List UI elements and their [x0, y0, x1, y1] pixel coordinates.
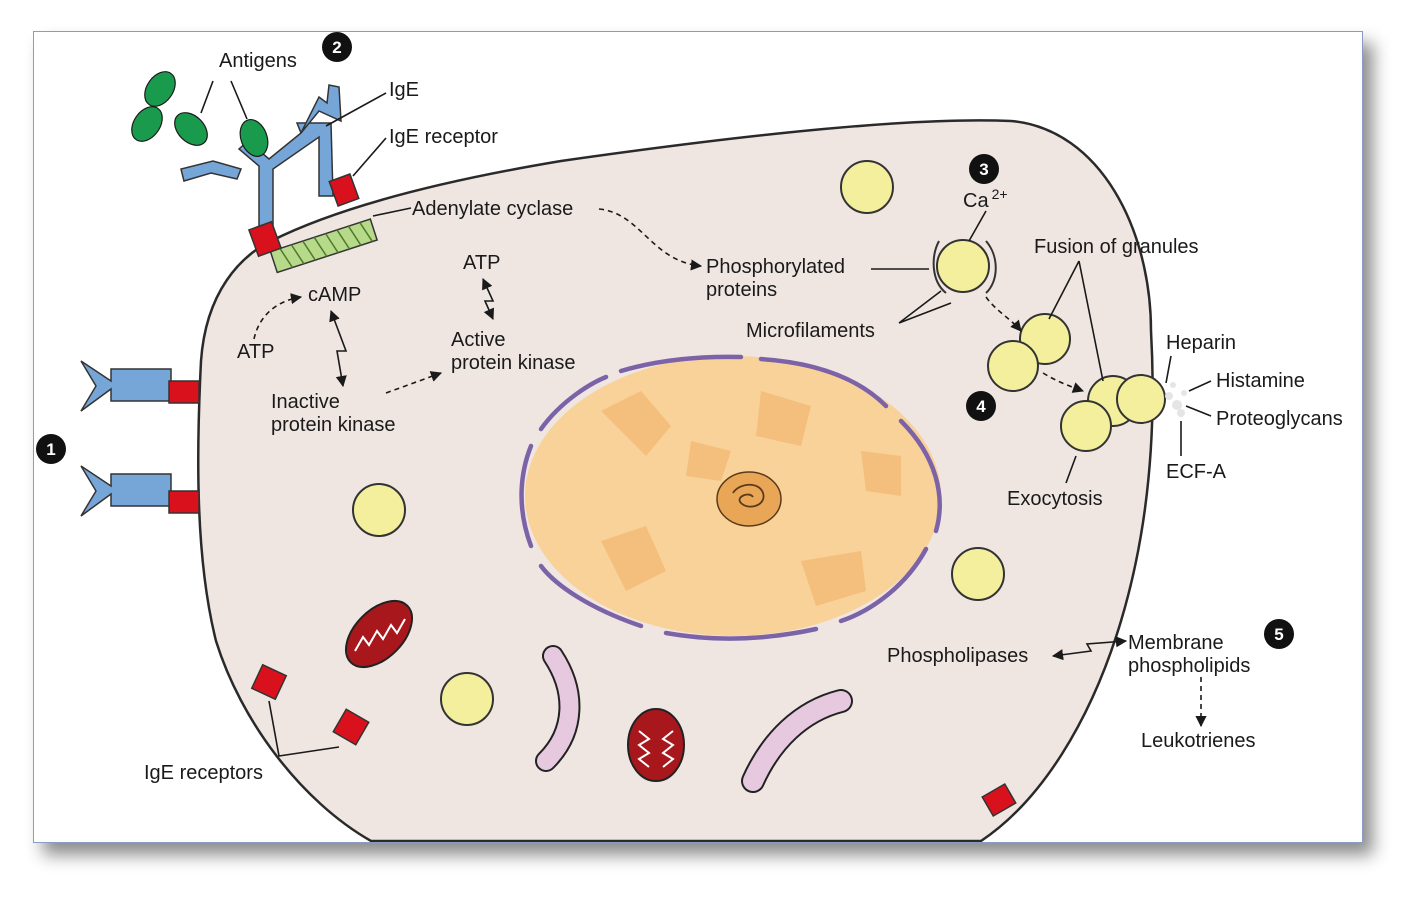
svg-text:4: 4 — [976, 397, 986, 416]
label-microfilaments: Microfilaments — [746, 320, 875, 342]
granule-fusing — [1116, 374, 1166, 424]
antigen-particles — [131, 71, 269, 157]
label-leukotrienes: Leukotrienes — [1141, 730, 1256, 752]
granule-release — [1165, 382, 1187, 417]
granule-microfilament — [936, 239, 990, 293]
svg-text:2: 2 — [332, 38, 341, 57]
antigen — [144, 71, 176, 107]
step-badge-1: 1 — [36, 434, 66, 464]
step-badge-4: 4 — [966, 391, 996, 421]
label-ige: IgE — [389, 79, 419, 101]
label-active-pk-2: protein kinase — [451, 352, 576, 374]
step-badge-2: 2 — [322, 32, 352, 62]
label-antigens: Antigens — [219, 50, 297, 72]
ige-receptors-bottom — [250, 663, 1017, 818]
granule — [840, 160, 894, 214]
label-membrane-phospholipids-1: Membrane — [1128, 632, 1224, 654]
granule-fusing — [1060, 400, 1112, 452]
nucleolus — [716, 471, 782, 527]
label-atp-mid: ATP — [463, 252, 500, 274]
label-inactive-pk-1: Inactive — [271, 391, 340, 413]
ige-receptors-top — [247, 173, 360, 258]
granules — [352, 160, 1166, 726]
label-ecfa: ECF-A — [1166, 461, 1227, 483]
label-camp: cAMP — [308, 284, 361, 306]
granule — [352, 483, 406, 537]
adenylate-cyclase-enzyme — [269, 218, 379, 274]
label-fusion: Fusion of granules — [1034, 236, 1199, 258]
step-badge-3: 3 — [969, 154, 999, 184]
label-membrane-phospholipids-2: phospholipids — [1128, 655, 1250, 677]
label-active-pk-1: Active — [451, 329, 505, 351]
label-heparin: Heparin — [1166, 332, 1236, 354]
label-histamine: Histamine — [1216, 370, 1305, 392]
label-proteoglycans: Proteoglycans — [1216, 408, 1343, 430]
label-phosphorylated-2: proteins — [706, 279, 777, 301]
label-phospholipases: Phospholipases — [887, 645, 1028, 667]
svg-text:3: 3 — [979, 160, 988, 179]
label-inactive-pk-2: protein kinase — [271, 414, 396, 436]
label-exocytosis: Exocytosis — [1007, 488, 1103, 510]
antigen — [131, 106, 163, 142]
granule — [951, 547, 1005, 601]
granule-fusing — [987, 340, 1039, 392]
label-ige-receptors: IgE receptors — [144, 762, 263, 784]
antigen — [174, 112, 208, 146]
mast-cell-diagram: Antigens IgE IgE receptor Adenylate cycl… — [36, 32, 1343, 842]
figure-frame: Antigens IgE IgE receptor Adenylate cycl… — [33, 31, 1363, 843]
label-ige-receptor: IgE receptor — [389, 126, 498, 148]
ige-antibody-bridged — [180, 84, 342, 227]
svg-text:1: 1 — [46, 440, 55, 459]
label-atp-left: ATP — [237, 341, 274, 363]
ige-antibodies-left — [80, 360, 200, 517]
svg-text:5: 5 — [1274, 625, 1283, 644]
step-badge-5: 5 — [1264, 619, 1294, 649]
microtubules — [535, 645, 853, 793]
antigen — [239, 119, 269, 157]
connectors — [200, 80, 1212, 757]
label-adenylate-cyclase: Adenylate cyclase — [412, 198, 573, 220]
mitochondria — [345, 600, 685, 782]
granule — [440, 672, 494, 726]
label-phosphorylated-1: Phosphorylated — [706, 256, 845, 278]
microfilament-arcs — [932, 240, 997, 294]
